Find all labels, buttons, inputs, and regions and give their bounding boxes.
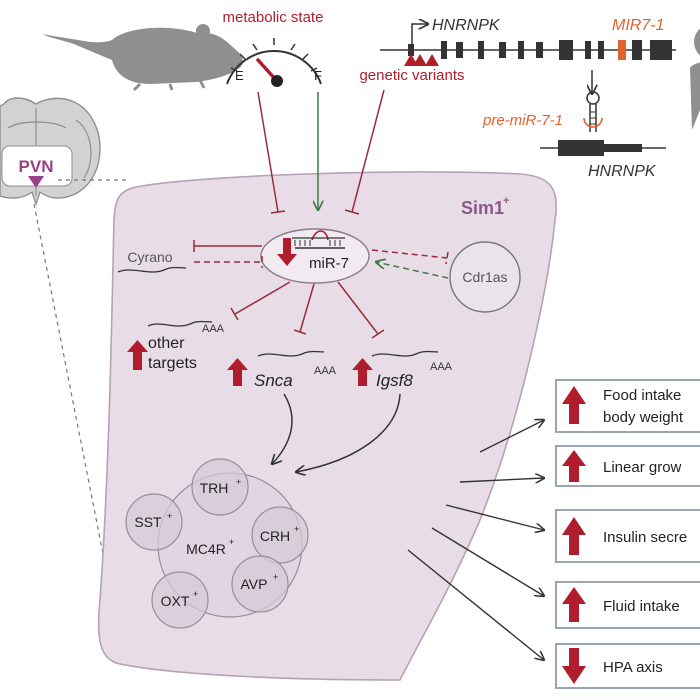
mir7-inhibit-snca-line [293, 283, 315, 335]
mir7-inhibit-igsf8-line [337, 281, 385, 339]
oxt-superscript: + [193, 589, 198, 599]
fuel-gauge-icon [226, 38, 322, 87]
crh-label: CRH [260, 528, 290, 544]
sst-label: SST [134, 514, 162, 530]
outcome-hpa-label: HPA axis [603, 659, 663, 676]
mirna-duplex-icon [292, 230, 345, 249]
cyrano-inhibit-mir7-line [194, 256, 263, 268]
hnrnpk-transcript [540, 140, 666, 156]
avp-superscript: + [273, 572, 278, 582]
outcome-insulin-label: Insulin secre [603, 529, 687, 546]
snca-label: Snca [254, 371, 293, 390]
gene-hnrnpk-label: HNRNPK [432, 17, 501, 34]
other-targets-mrna-icon [147, 320, 213, 327]
mir7-inhibit-other-line [230, 281, 291, 321]
sim1-superscript: + [503, 195, 509, 207]
trh-cell [191, 458, 249, 516]
gene-hnrnpk-lower-label: HNRNPK [588, 163, 657, 180]
snca-mrna-icon [257, 350, 325, 357]
outcome-arrow-hpa [407, 549, 544, 660]
metabolic-state-label: metabolic state [223, 9, 324, 26]
crh-superscript: + [294, 524, 299, 534]
oxt-cell [151, 571, 209, 629]
trh-label: TRH [200, 480, 229, 496]
gauge-empty-label: E [235, 68, 244, 83]
other-targets-line2: targets [148, 355, 197, 372]
fluid-up-arrow-icon [562, 587, 586, 622]
snca-polya-label: AAA [314, 365, 337, 377]
gene-mir7-label: MIR7-1 [612, 17, 664, 34]
metabolic-inhibit-line [257, 91, 286, 214]
igsf8-polya-label: AAA [430, 361, 453, 373]
mir7-inhibit-cyrano-line [193, 240, 262, 252]
igsf8-up-arrow-icon [352, 358, 373, 386]
outcome-box-food: Food intake body weight [555, 379, 700, 433]
human-icon [690, 28, 700, 130]
cdr1as-circle [449, 241, 521, 313]
cyrano-label: Cyrano [127, 249, 172, 265]
genetic-variants-label: genetic variants [359, 67, 464, 84]
outcome-box-growth: Linear grow [555, 445, 700, 487]
gauge-full-label: F [314, 68, 322, 83]
pre-mir-label: pre-miR-7-1 [482, 112, 563, 129]
oxt-label: OXT [161, 593, 190, 609]
outcome-arrow-fluid [431, 527, 544, 596]
outcome-arrow-insulin [445, 504, 544, 530]
sst-cell [125, 493, 183, 551]
avp-cell [231, 555, 289, 613]
mir7-inhibit-cdr1as-line [371, 249, 449, 265]
snca-up-arrow-icon [227, 358, 248, 386]
other-polya-label: AAA [202, 323, 225, 335]
hairpin-icon [583, 91, 603, 132]
outcome-fluid-label: Fluid intake [603, 598, 680, 615]
trh-superscript: + [236, 477, 241, 487]
igsf8-label: Igsf8 [376, 371, 413, 390]
outcome-box-fluid: Fluid intake [555, 581, 700, 629]
outcome-arrow-growth [459, 478, 544, 482]
igsf8-mrna-icon [371, 350, 439, 357]
variants-inhibit-line [344, 89, 385, 215]
pvn-label: PVN [19, 157, 54, 176]
mouse-icon [42, 24, 243, 92]
mir7-label: miR-7 [309, 255, 349, 272]
other-targets-up-arrow-icon [127, 340, 148, 370]
sst-superscript: + [167, 511, 172, 521]
outcome-growth-label: Linear grow [603, 459, 682, 476]
hnrnpk-gene-map [380, 24, 676, 66]
cdr1as-label: Cdr1as [462, 269, 507, 285]
mc4r-superscript: + [229, 537, 234, 547]
food-up-arrow-icon [562, 386, 586, 424]
crh-cell [251, 506, 309, 564]
outcome-arrow-food [479, 420, 544, 453]
outcome-box-hpa: HPA axis [555, 643, 700, 689]
mir7-down-arrow-icon [277, 238, 297, 266]
sim1-label: Sim1 [461, 198, 504, 218]
snca-to-neurons-arrow [272, 393, 293, 464]
igsf8-to-neurons-arrow [296, 393, 401, 472]
mc4r-label: MC4R [186, 541, 226, 557]
cyrano-rna-icon [117, 266, 187, 273]
outcome-box-insulin: Insulin secre [555, 509, 700, 563]
outcome-food-line2: body weight [603, 409, 684, 426]
outcome-food-line1: Food intake [603, 387, 681, 404]
hpa-down-arrow-icon [562, 648, 586, 684]
brain-section-icon [0, 97, 101, 207]
avp-label: AVP [241, 576, 268, 592]
growth-up-arrow-icon [562, 450, 586, 482]
insulin-up-arrow-icon [562, 517, 586, 555]
other-targets-line1: other [148, 335, 185, 352]
cdr1as-activate-mir7-line [376, 262, 449, 279]
neuron-cluster [125, 458, 309, 629]
